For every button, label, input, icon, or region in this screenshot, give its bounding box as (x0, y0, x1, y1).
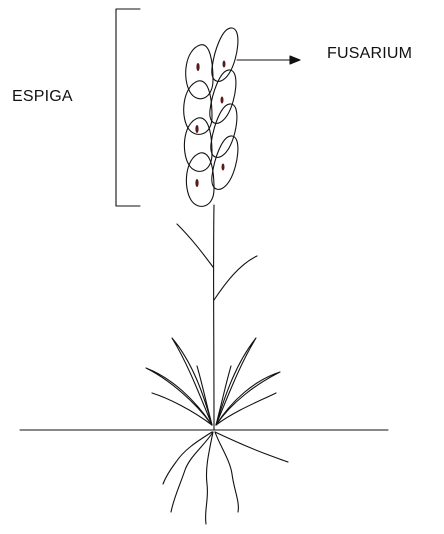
lesion-5 (221, 97, 224, 104)
fusarium-arrowhead (290, 56, 300, 64)
basal-leaf-left-1 (146, 368, 212, 425)
basal-leaf-left-3 (152, 393, 212, 425)
spike-bracket (116, 9, 140, 206)
lesion-3 (195, 179, 198, 187)
lesion-1 (196, 63, 199, 71)
root-5 (163, 432, 212, 484)
root-4 (215, 432, 288, 462)
spikelet-left-4 (186, 153, 214, 207)
lesion-2 (195, 125, 198, 133)
basal-leaf-right-1 (216, 372, 280, 425)
root-3 (215, 432, 238, 512)
spikelet-right-2 (210, 70, 236, 123)
upper-leaf-right (214, 256, 257, 300)
lesion-6 (222, 164, 225, 171)
root-2 (206, 432, 213, 524)
upper-leaf-left (177, 224, 213, 267)
fusarium-label: FUSARIUM (327, 45, 412, 63)
spikelet-right-4 (212, 136, 238, 189)
spike-label: ESPIGA (12, 88, 73, 106)
spikelet-left-3 (184, 118, 212, 172)
lesion-4 (223, 61, 226, 68)
spikelet-right-3 (211, 104, 237, 157)
